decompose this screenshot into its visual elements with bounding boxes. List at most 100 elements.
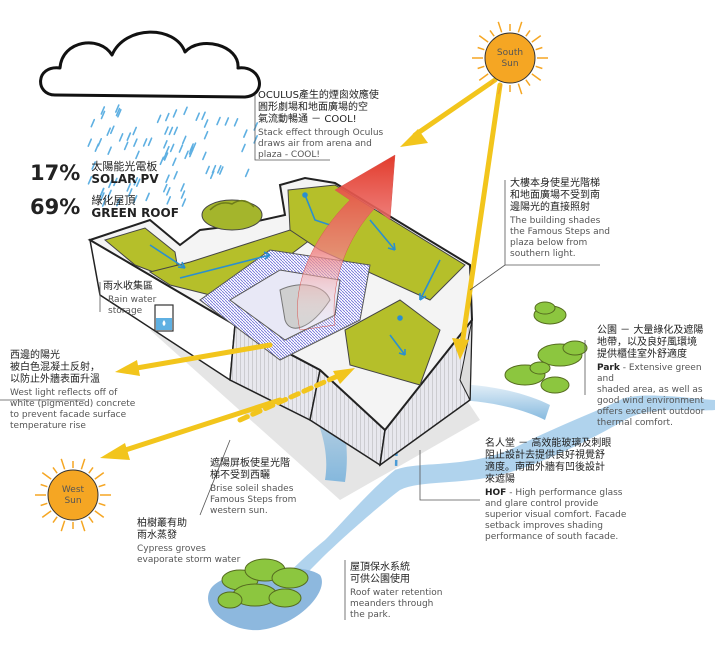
brise-en-line: Famous Steps from (210, 495, 297, 505)
rain-drop (172, 109, 178, 118)
sun-ray (525, 79, 531, 86)
oculus-en-line: draws air from arena and (258, 139, 372, 149)
brise-zh-line: 遮陽屏板使星光階 (210, 458, 290, 469)
park-en-line: shaded area, as well as (597, 385, 703, 395)
sun-ray (60, 458, 66, 470)
rain-drop (233, 118, 239, 127)
rainwater-zh: 雨水收集區 (103, 281, 153, 292)
rain-drop (159, 156, 165, 166)
rain-drop (90, 118, 96, 128)
sun-ray (98, 483, 106, 488)
rain-drop (118, 133, 124, 142)
park-en-line: thermal comfort. (597, 418, 673, 428)
rain-drop (163, 140, 168, 149)
annotation-park: 公園 － 大量綠化及遮陽 地帶，以及良好風環境 提供櫃佳室外舒適度 Park -… (597, 325, 715, 429)
rain-drop (205, 165, 210, 175)
sun-ray (94, 510, 105, 518)
west-zh-line: 西邊的陽光 (10, 350, 60, 361)
rain-drop (184, 150, 189, 160)
brise-en-line: Brise soleil shades (210, 484, 294, 494)
west-zh-line: 被白色混凝土反射， (10, 362, 100, 373)
sun-ray (517, 83, 523, 95)
shade-en-line: The building shades (510, 216, 601, 226)
hof-en-line: performance of south facade. (485, 532, 619, 542)
cloud-icon (39, 30, 261, 99)
rain-drop (133, 138, 138, 147)
stat-percentage: 69% (30, 195, 81, 219)
south-sun-line1: South (497, 48, 523, 58)
rain-drop (202, 151, 207, 161)
rain-drop (172, 157, 177, 167)
stat-label-zh: 太陽能光電板 (91, 160, 158, 173)
rain-drop (135, 150, 140, 160)
roofwater-zh-line: 屋頂保水系統 (350, 562, 410, 573)
shade-zh-line: 和地面廣場不受到南 (510, 190, 600, 201)
park-zh-line: 公園 － 大量綠化及遮陽 (597, 325, 704, 336)
rainwater-en-line: storage (108, 306, 143, 316)
stat-solar-pv: 17% 太陽能光電板 SOLAR PV (30, 160, 159, 186)
sun-ray (489, 79, 495, 86)
park-zh-line: 地帶，以及良好風環境 (597, 337, 697, 348)
rain-drop (115, 104, 120, 113)
sun-ray (52, 516, 58, 523)
rain-drop (241, 143, 246, 153)
oculus-en-line: Stack effect through Oculus (258, 128, 384, 138)
rain-drop (127, 188, 133, 197)
sun-ray (41, 472, 52, 480)
park-zh-line: 提供櫃佳室外舒適度 (597, 349, 687, 360)
sun-ray (478, 73, 489, 81)
hof-zh-line: 阻止設計去提供良好視覺舒 (485, 450, 605, 461)
sun-ray (60, 520, 66, 532)
annotation-west-light: 西邊的陽光 被白色混凝土反射， 以防止外牆表面升溫 West light ref… (10, 350, 145, 432)
park-en-line: offers excellent outdoor (597, 407, 705, 417)
rain-drop (203, 119, 209, 128)
cypress-zh-line: 雨水蒸發 (137, 530, 177, 541)
sun-ray (41, 510, 52, 518)
rain-drop (135, 178, 141, 188)
tree-icon (201, 199, 263, 231)
hof-zh-line: 名人堂 － 高效能玻璃及刺眼 (485, 438, 612, 449)
rain-drop (91, 161, 96, 170)
stat-label-zh: 綠化屋頂 (91, 194, 136, 207)
rain-drop (107, 189, 112, 199)
sun-ray (497, 83, 503, 95)
sun-ray (80, 458, 86, 470)
rain-drop (100, 192, 105, 201)
west-en-line: temperature rise (10, 421, 86, 431)
rain-drop (108, 179, 113, 189)
oculus-en-line: plaza - COOL! (258, 150, 321, 160)
west-sun-line1: West (62, 485, 85, 495)
cypress-en-line: Cypress groves (137, 544, 206, 554)
sun-ray (40, 502, 48, 507)
tree-icon (208, 558, 322, 631)
sun-ray (535, 65, 543, 70)
annotation-cypress: 柏樹叢有助 雨水蒸發 Cypress groves evaporate stor… (137, 518, 257, 566)
shade-en-line: southern light. (510, 249, 576, 259)
leader-lines (0, 95, 600, 620)
rain-drop (219, 166, 224, 175)
stack-effect-arrow (297, 154, 396, 331)
rain-drop (132, 195, 138, 204)
west-zh-line: 以防止外牆表面升溫 (10, 374, 100, 385)
sun-ray (40, 483, 48, 488)
rain-drop (100, 106, 106, 115)
sun-ray (477, 65, 485, 70)
west-en-line: white (pigmented) concrete (10, 399, 136, 409)
rain-drop (133, 177, 139, 186)
stat-green-roof: 69% 綠化屋頂 GREEN ROOF (30, 194, 179, 220)
sun-ray (98, 502, 106, 507)
rain-drop (87, 176, 93, 185)
rain-drop (216, 165, 222, 174)
hof-zh-line: 來遮陽 (485, 474, 515, 485)
rain-drop (99, 187, 105, 197)
rain-drop (87, 138, 93, 147)
sun-ray (94, 472, 105, 480)
sun-ray (525, 30, 531, 37)
sun-ray (88, 467, 94, 474)
tree-icon (504, 301, 588, 394)
hof-zh-line: 適度。南面外牆有凹後設計 (485, 462, 605, 473)
park-en-bold: Park (597, 363, 620, 373)
sun-icon: West Sun (35, 458, 111, 532)
roofwater-zh-line: 可供公園使用 (350, 574, 410, 585)
rain-drop (165, 145, 170, 155)
